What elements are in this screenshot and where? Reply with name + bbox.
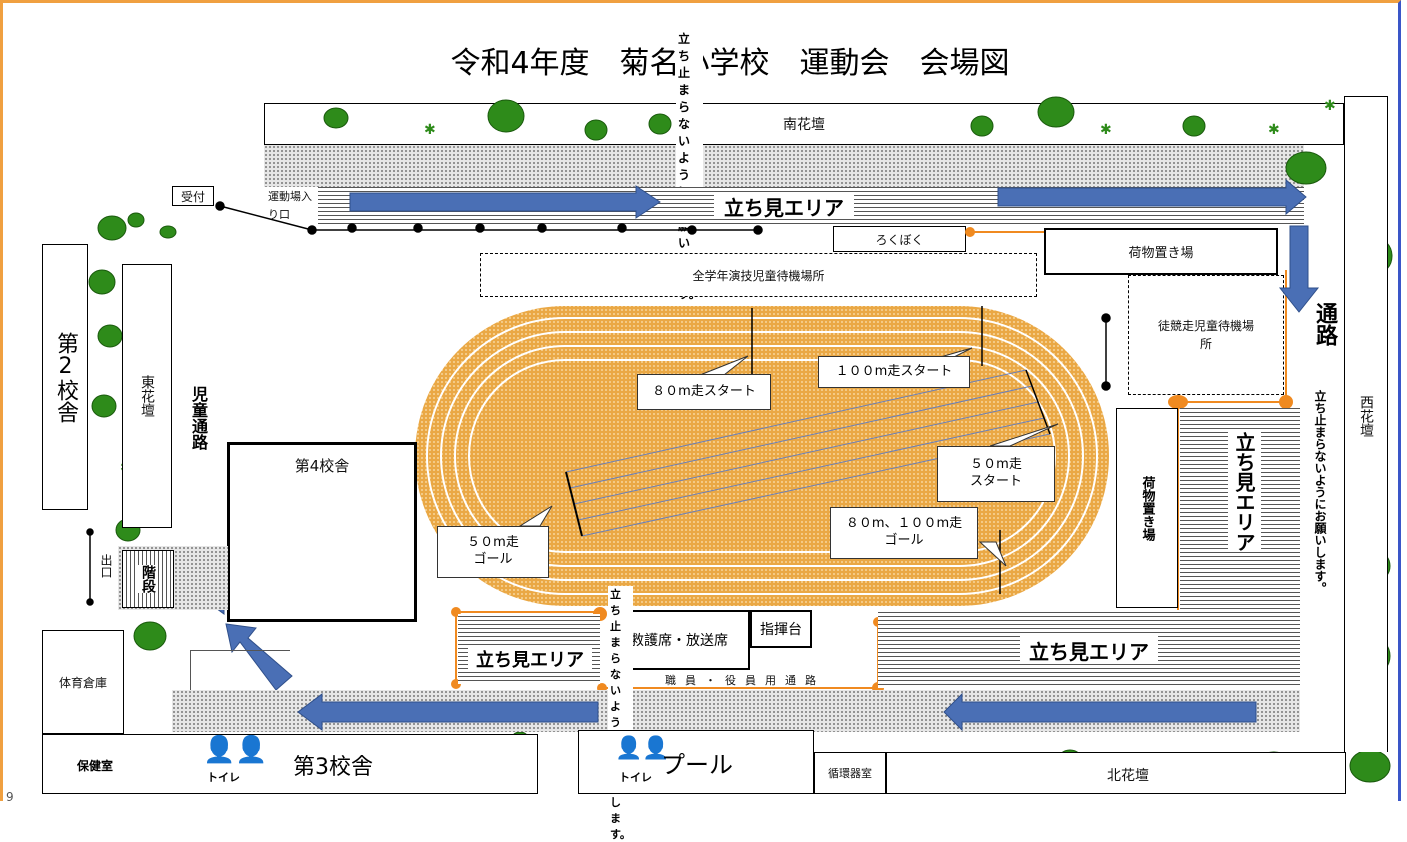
pool: 👤👤 トイレ プール	[578, 730, 814, 794]
track-infield	[468, 359, 1056, 553]
entrance-rope	[86, 201, 1111, 606]
school-building-4-label: 第4校舎	[294, 457, 350, 475]
page-frame	[0, 0, 1401, 801]
standing-area-top-label: 立ち見エリア	[714, 193, 854, 220]
callout-start-50: ５０m走 スタート	[937, 446, 1055, 502]
callout-start-80: ８０m走スタート	[637, 374, 771, 410]
right-passage-note: 立ち止まらないようにお願いします。	[1313, 390, 1327, 594]
north-flower-bed-label: 北花壇	[1107, 768, 1149, 784]
waiting-area-race: 徒競走児童待機場所	[1128, 275, 1284, 395]
infirmary-label: 保健室	[77, 759, 114, 773]
waiting-area-all: 全学年演技児童待機場所	[480, 253, 1037, 297]
callout-goal-50: ５０m走 ゴール	[437, 526, 549, 578]
east-flower-bed: 東花壇	[122, 264, 172, 528]
west-flower-bed: 西花壇	[1344, 96, 1388, 752]
page-number: 9	[6, 790, 14, 804]
west-flower-bed-label: 西花壇	[1358, 395, 1374, 437]
svg-text:✱: ✱	[1100, 122, 1112, 138]
start-line-50	[1025, 369, 1051, 435]
east-flower-bed-label: 東花壇	[139, 375, 155, 417]
entrance-label: 運動場入り口	[268, 190, 312, 221]
standing-area-bottom-left-label: 立ち見エリア	[468, 646, 592, 672]
svg-text:✱: ✱	[424, 122, 436, 138]
north-flower-bed: 北花壇	[886, 752, 1346, 794]
school-building-2: 第2校舎	[42, 244, 88, 510]
finish-line-50	[565, 471, 583, 537]
standing-area-right-label: 立ち見エリア	[1228, 432, 1261, 552]
track-lane-2	[440, 331, 1084, 581]
exit-label: 出口	[99, 554, 113, 578]
waiting-area-race-label: 徒競走児童待機場所	[1157, 319, 1254, 351]
bottom-arrows	[297, 692, 1257, 732]
rokuboku-box: ろくぼく	[833, 226, 966, 252]
south-flower-bed-label: 南花壇	[783, 117, 825, 133]
stairs: 階段	[122, 550, 174, 608]
toilet-label-3: トイレ	[207, 771, 240, 784]
track-lane-1	[426, 317, 1098, 595]
callout-goal-80-100: ８０m、１００m走 ゴール	[830, 507, 978, 559]
school-building-2-label: 第2校舎	[53, 331, 78, 423]
pool-label: プール	[661, 751, 733, 779]
svg-text:✱: ✱	[1268, 122, 1280, 138]
right-passage-label: 通路	[1312, 302, 1337, 346]
standing-area-bottom-right-label: 立ち見エリア	[1020, 636, 1158, 664]
reception-box: 受付	[172, 186, 214, 206]
school-building-3: 保健室 👤👤 トイレ 第3校舎	[42, 734, 538, 794]
toilet-icon: 👤👤	[203, 735, 268, 765]
stairs-label: 階段	[138, 565, 158, 593]
school-building-3-label: 第3校舎	[293, 755, 373, 780]
toilet-label-pool: トイレ	[619, 771, 652, 784]
staff-path-label: 職員・役員用通路	[665, 674, 825, 687]
command-stand: 指揮台	[750, 610, 812, 648]
callout-start-100: １００m走スタート	[818, 356, 970, 388]
lower-left-structure	[190, 650, 290, 690]
circulator-room: 循環器室	[814, 752, 886, 794]
luggage-area-right-label: 荷物置き場	[1139, 475, 1155, 541]
top-passage	[264, 145, 1304, 187]
school-building-4: 第4校舎	[227, 442, 417, 622]
luggage-area-right: 荷物置き場	[1116, 408, 1178, 608]
svg-text:✱: ✱	[1324, 98, 1336, 114]
south-flower-bed: 南花壇	[264, 103, 1344, 145]
gym-storage: 体育倉庫	[42, 630, 124, 734]
pool-toilet-icon: 👤👤	[615, 736, 670, 761]
track-lane-3	[454, 345, 1070, 567]
children-path-label: 児童通路	[189, 386, 208, 450]
luggage-area-top: 荷物置き場	[1044, 228, 1278, 275]
page-title: 令和4年度 菊名小学校 運動会 会場図	[450, 46, 1010, 81]
